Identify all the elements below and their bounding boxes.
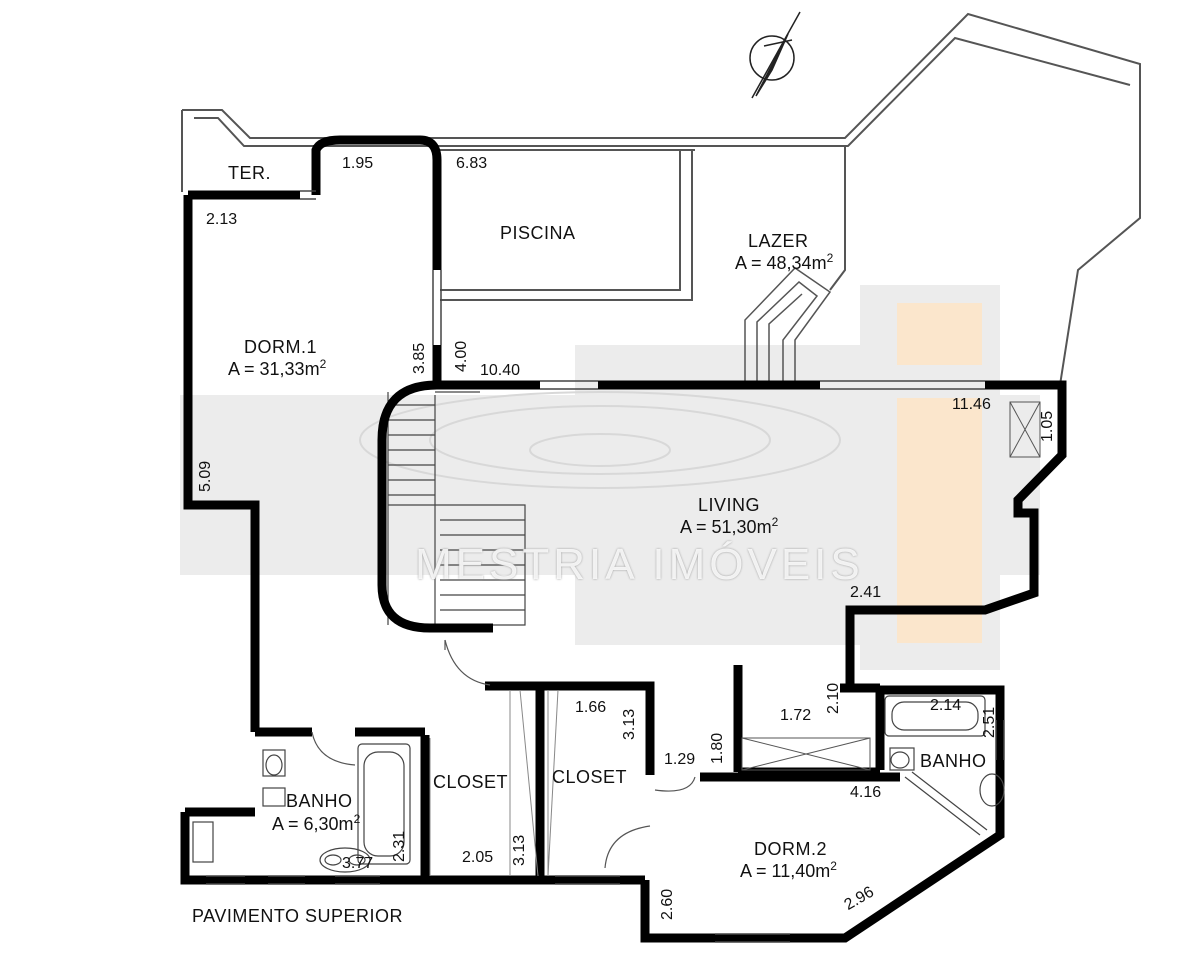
bathroom2-fixtures — [884, 695, 1005, 836]
dim-label: 2.05 — [462, 849, 494, 866]
bathroom1-fixtures — [192, 743, 411, 873]
room-area-dorm2: A = 11,40m2 — [740, 860, 837, 880]
dim-label-vertical: 3.13 — [621, 708, 638, 740]
room-label-closet2: CLOSET — [552, 767, 628, 787]
dim-label-vertical: 3.13 — [511, 834, 528, 866]
area-text: A = 48,34m — [735, 253, 827, 273]
room-label-lazer: LAZER — [748, 231, 809, 251]
floor-title: PAVIMENTO SUPERIOR — [192, 906, 404, 926]
watermark-band — [180, 285, 1040, 670]
room-area-dorm1: A = 31,33m2 — [228, 358, 326, 378]
dim-label: 1.95 — [342, 155, 374, 172]
dim-label: 6.83 — [456, 155, 488, 172]
closet-shelves — [429, 689, 559, 877]
area-unit: 2 — [353, 812, 361, 826]
room-label-banho1: BANHO — [286, 791, 353, 811]
room-area-living: A = 51,30m2 — [680, 516, 778, 536]
area-unit: 2 — [319, 357, 327, 371]
dim-label: 1.66 — [575, 699, 607, 716]
dim-label-vertical: 1.80 — [709, 732, 726, 764]
area-text: A = 31,33m — [228, 359, 320, 379]
watermark-logo — [359, 391, 841, 489]
room-label-living: LIVING — [698, 495, 761, 515]
dim-label-vertical: 2.60 — [659, 888, 676, 920]
dim-label: 11.46 — [952, 396, 991, 413]
dim-label: 2.13 — [206, 211, 238, 228]
room-label-dorm2: DORM.2 — [754, 839, 828, 859]
watermark-text: MESTRIA IMÓVEIS — [415, 540, 864, 589]
dim-label: 4.16 — [850, 784, 882, 801]
area-unit: 2 — [830, 859, 837, 873]
dim-label-vertical: 1.05 — [1039, 410, 1056, 442]
highlight-column — [897, 303, 982, 643]
dim-label: 1.72 — [780, 707, 812, 724]
area-unit: 2 — [826, 251, 834, 265]
room-label-dorm1: DORM.1 — [244, 337, 318, 357]
windows — [206, 190, 1005, 943]
area-text: A = 6,30m — [272, 814, 354, 834]
room-area-lazer: A = 48,34m2 — [735, 252, 833, 272]
dim-label-vertical: 5.09 — [197, 460, 214, 492]
room-label-banho2: BANHO — [920, 751, 987, 771]
outdoor-stairs — [744, 267, 832, 385]
dim-label: 10.40 — [480, 362, 521, 379]
dim-label: 2.41 — [850, 584, 882, 601]
area-unit: 2 — [771, 515, 779, 529]
room-label-closet1: CLOSET — [433, 772, 509, 792]
door-swings — [311, 639, 696, 869]
dim-label-vertical: 2.10 — [825, 682, 842, 714]
dim-label-vertical: 3.85 — [411, 342, 428, 374]
dim-label: 2.14 — [930, 697, 962, 714]
area-text: A = 11,40m — [740, 861, 831, 881]
room-area-banho1: A = 6,30m2 — [272, 813, 360, 833]
dim-label: 3.77 — [342, 855, 374, 872]
closet-x-box — [741, 401, 1041, 771]
room-label-terrace: TER. — [228, 163, 272, 183]
room-label-pool: PISCINA — [500, 223, 576, 243]
dim-label-vertical: 2.31 — [391, 830, 408, 862]
north-arrow-icon — [749, 11, 801, 99]
area-text: A = 51,30m — [680, 517, 772, 537]
dim-label-vertical: 2.51 — [981, 706, 998, 738]
dim-label: 1.29 — [664, 751, 696, 768]
terrace-outline — [181, 12, 1141, 386]
dim-label-vertical: 4.00 — [453, 340, 470, 372]
walls — [180, 135, 1067, 943]
